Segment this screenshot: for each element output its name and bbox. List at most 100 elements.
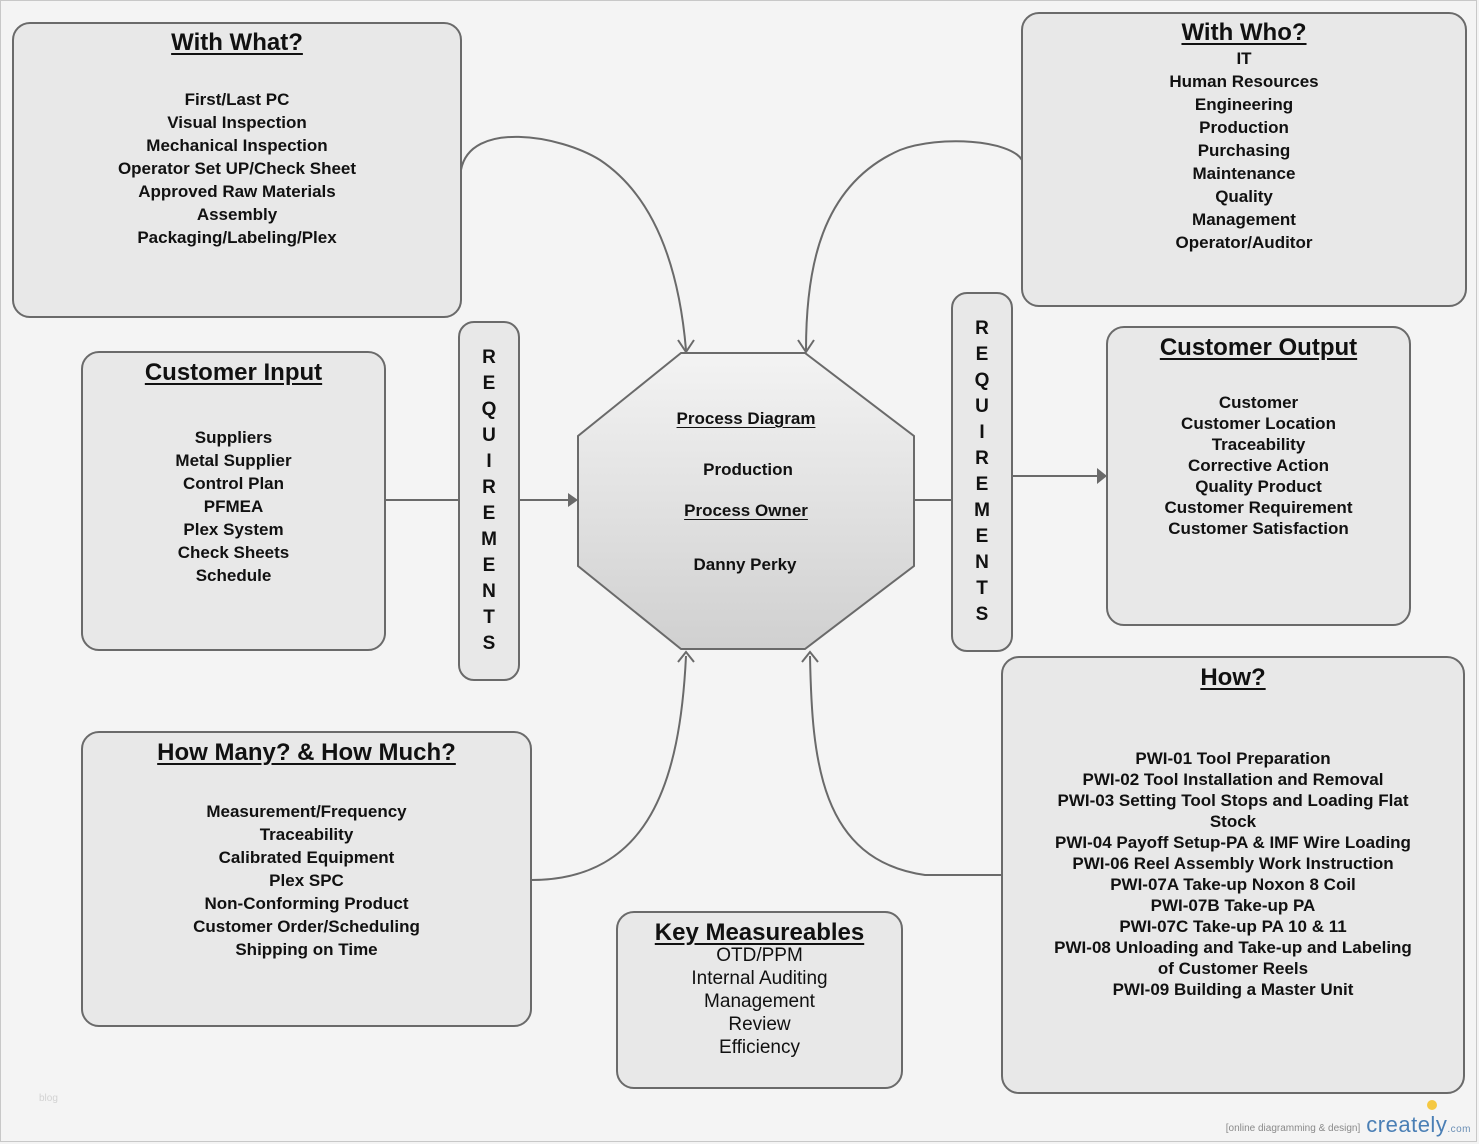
- list-item: Quality Product: [1195, 477, 1322, 496]
- list-item: Customer Satisfaction: [1168, 519, 1349, 538]
- list-item: PWI-07B Take-up PA: [1150, 896, 1316, 915]
- requirements-letter: S: [482, 633, 496, 654]
- list-item: Approved Raw Materials: [138, 182, 336, 201]
- list-item: Stock: [1209, 812, 1257, 831]
- requirements-letter: E: [482, 503, 496, 524]
- requirements-letter: E: [482, 555, 496, 576]
- list-item: IT: [1236, 49, 1252, 68]
- creately-credit[interactable]: [online diagramming & design] creately.c…: [1226, 1100, 1471, 1138]
- list-item: Measurement/Frequency: [206, 802, 407, 821]
- key-measureables-title: Key Measureables: [654, 919, 865, 946]
- requirements-letter: R: [482, 347, 496, 368]
- list-item: PFMEA: [203, 497, 264, 516]
- list-item: Metal Supplier: [175, 451, 292, 470]
- list-item: Customer Requirement: [1164, 498, 1353, 517]
- requirements-letter: U: [975, 396, 989, 417]
- key-measureables-list: OTD/PPM Internal Auditing Management Rev…: [618, 944, 901, 1059]
- with-what-title: With What?: [171, 29, 303, 56]
- list-item: Engineering: [1194, 95, 1294, 114]
- how-box: How? PWI-01 Tool Preparation PWI-02 Tool…: [1001, 656, 1465, 1094]
- requirements-letter: Q: [481, 399, 497, 420]
- list-item: Operator Set UP/Check Sheet: [117, 159, 357, 178]
- list-item: PWI-09 Building a Master Unit: [1112, 980, 1354, 999]
- process-name: Production: [703, 460, 793, 479]
- how-title: How?: [1200, 664, 1266, 691]
- connector-how-many: [530, 655, 687, 881]
- list-item: PWI-07A Take-up Noxon 8 Coil: [1110, 875, 1356, 894]
- watermark-text: blog: [39, 1093, 58, 1104]
- arrowhead-req-center: [568, 493, 578, 507]
- requirements-letter: U: [482, 425, 496, 446]
- requirements-letter: R: [975, 448, 989, 469]
- arrowhead-with-who: [797, 339, 815, 354]
- list-item: PWI-08 Unloading and Take-up and Labelin…: [1054, 938, 1412, 957]
- list-item: Customer: [1218, 393, 1299, 412]
- list-item: Customer Location: [1181, 414, 1336, 433]
- list-item: PWI-06 Reel Assembly Work Instruction: [1072, 854, 1394, 873]
- list-item: Plex System: [183, 520, 284, 539]
- requirements-letter: R: [482, 477, 496, 498]
- process-diagram-heading: Process Diagram: [676, 409, 816, 428]
- list-item: Control Plan: [182, 474, 285, 493]
- list-item: Check Sheets: [177, 543, 290, 562]
- list-item: Production: [1199, 118, 1289, 137]
- how-many-box: How Many? & How Much? Measurement/Freque…: [81, 731, 532, 1027]
- list-item: Packaging/Labeling/Plex: [137, 228, 337, 247]
- list-item: Traceability: [1211, 435, 1306, 454]
- requirements-letter: I: [486, 451, 492, 472]
- process-owner-name: Danny Perky: [693, 555, 797, 574]
- customer-input-title: Customer Input: [144, 359, 323, 386]
- customer-output-title: Customer Output: [1159, 334, 1358, 361]
- key-measureables-box: Key Measureables OTD/PPM Internal Auditi…: [616, 911, 903, 1089]
- brand-name: creately: [1366, 1112, 1448, 1137]
- requirements-letter: Q: [974, 370, 990, 391]
- with-what-list: First/Last PC Visual Inspection Mechanic…: [14, 88, 460, 249]
- customer-input-box: Customer Input Suppliers Metal Supplier …: [81, 351, 386, 651]
- with-who-list: IT Human Resources Engineering Productio…: [1023, 47, 1465, 254]
- list-item: Review: [728, 1014, 791, 1035]
- requirements-letter: R: [975, 318, 989, 339]
- list-item: Maintenance: [1192, 164, 1296, 183]
- list-item: PWI-02 Tool Installation and Removal: [1082, 770, 1384, 789]
- customer-output-list: Customer Customer Location Traceability …: [1108, 392, 1409, 539]
- creately-logo: creately.com: [1366, 1100, 1471, 1138]
- list-item: Corrective Action: [1187, 456, 1330, 475]
- list-item: Suppliers: [194, 428, 273, 447]
- with-who-box: With Who? IT Human Resources Engineering…: [1021, 12, 1467, 307]
- how-many-title: How Many? & How Much?: [157, 739, 456, 766]
- list-item: PWI-03 Setting Tool Stops and Loading Fl…: [1057, 791, 1409, 810]
- list-item: of Customer Reels: [1157, 959, 1309, 978]
- list-item: Traceability: [259, 825, 354, 844]
- requirements-left-text: R E Q U I R E M E N T S: [460, 345, 518, 657]
- with-what-box: With What? First/Last PC Visual Inspecti…: [12, 22, 462, 318]
- list-item: OTD/PPM: [716, 945, 803, 966]
- brand-suffix: .com: [1447, 1124, 1471, 1135]
- with-who-title: With Who?: [1181, 19, 1307, 46]
- process-owner-label: Process Owner: [684, 501, 808, 520]
- how-many-list: Measurement/Frequency Traceability Calib…: [83, 800, 530, 961]
- connector-with-what: [460, 135, 687, 351]
- requirements-letter: E: [482, 373, 496, 394]
- requirements-letter: I: [979, 422, 985, 443]
- list-item: Internal Auditing: [691, 968, 828, 989]
- arrowhead-how: [801, 650, 819, 663]
- process-octagon: [577, 352, 915, 650]
- list-item: Plex SPC: [269, 871, 344, 890]
- requirements-letter: E: [975, 526, 989, 547]
- arrowhead-req-output: [1097, 468, 1107, 484]
- list-item: PWI-04 Payoff Setup-PA & IMF Wire Loadin…: [1055, 833, 1411, 852]
- requirements-right-text: R E Q U I R E M E N T S: [953, 316, 1011, 628]
- customer-input-list: Suppliers Metal Supplier Control Plan PF…: [83, 426, 384, 587]
- list-item: Mechanical Inspection: [146, 136, 328, 155]
- list-item: Purchasing: [1197, 141, 1291, 160]
- requirements-letter: T: [483, 607, 495, 628]
- requirements-letter: S: [975, 604, 989, 625]
- requirements-right: R E Q U I R E M E N T S: [951, 292, 1013, 652]
- list-item: Assembly: [196, 205, 278, 224]
- requirements-letter: N: [975, 552, 989, 573]
- list-item: Shipping on Time: [235, 940, 378, 959]
- list-item: Efficiency: [719, 1037, 800, 1058]
- customer-output-box: Customer Output Customer Customer Locati…: [1106, 326, 1411, 626]
